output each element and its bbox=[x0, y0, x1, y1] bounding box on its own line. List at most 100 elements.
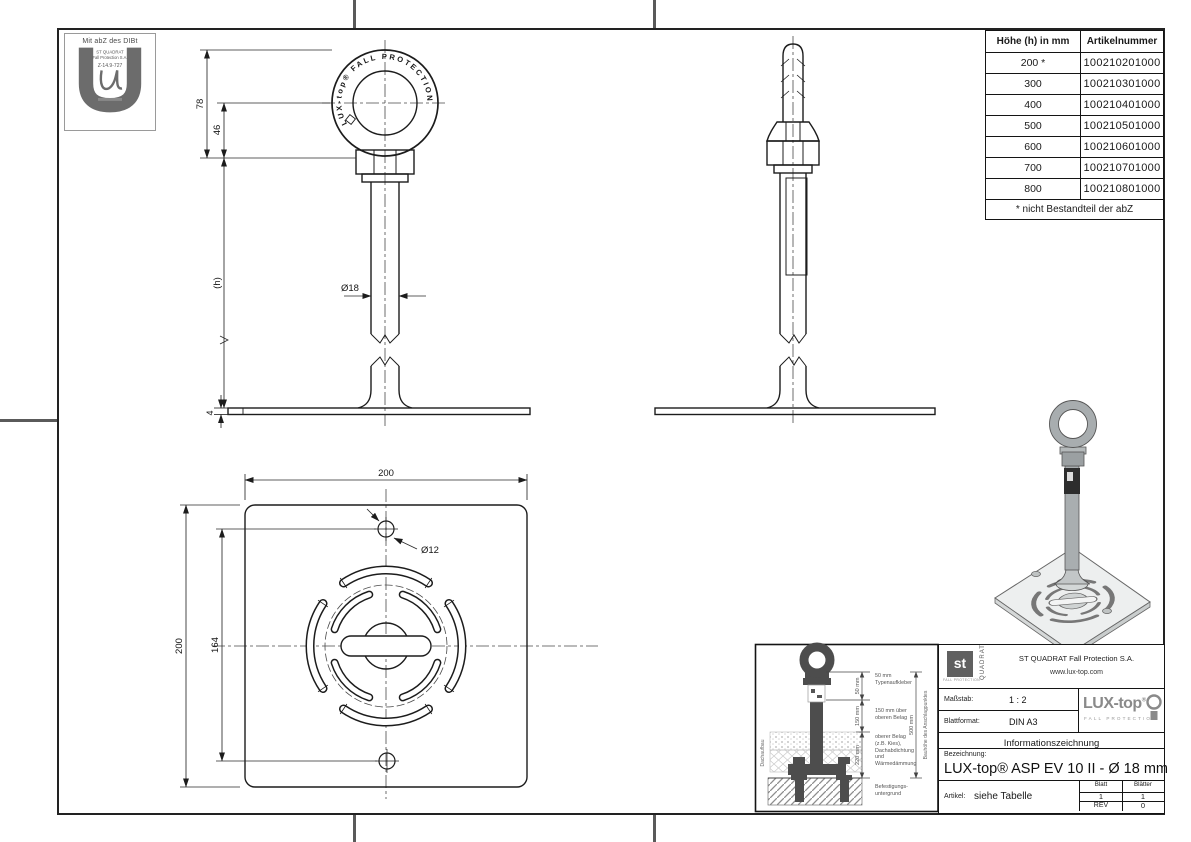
abz-approval-box: Mit abZ des DIBt ST QUADRAT Fall Protect… bbox=[64, 33, 156, 131]
section-note-label: 50 mm Typenaufkleber bbox=[875, 673, 912, 686]
st-quadrat-logo: st bbox=[947, 651, 973, 677]
company-name: ST QUADRAT Fall Protection S.A. bbox=[1018, 654, 1135, 663]
scale-cell: Maßstab: 1 : 2 bbox=[939, 689, 1079, 711]
parts-table-header: Höhe (h) in mm Artikelnummer bbox=[985, 30, 1164, 53]
dim-46: 46 bbox=[212, 125, 223, 136]
doc-type: Informationszeichnung bbox=[1003, 738, 1100, 749]
article-label: Artikel: bbox=[944, 793, 966, 800]
cell-height: 200 * bbox=[985, 52, 1081, 74]
front-view bbox=[227, 40, 531, 426]
ring-logo-glyph bbox=[344, 113, 357, 126]
section-note-layers: oberer Belag (z.B. Kies), Dachabdichtung… bbox=[875, 734, 917, 767]
format-label: Blattformat: bbox=[944, 718, 980, 725]
cell-height: 500 bbox=[985, 115, 1081, 137]
section-bauhoehe-label: Bauhöhe des Anschlagpunktes bbox=[923, 690, 929, 759]
designation-row: Bezeichnung: LUX-top® ASP EV 10 II - Ø 1… bbox=[939, 749, 1168, 781]
cell-height: 300 bbox=[985, 73, 1081, 95]
plan-view bbox=[212, 489, 598, 799]
table-row: 200 *100210201000 bbox=[985, 52, 1164, 74]
rev-label: REV bbox=[1080, 801, 1123, 811]
doc-type-row: Informationszeichnung bbox=[939, 733, 1164, 749]
st-quadrat-logo-sub: FALL PROTECTION bbox=[943, 678, 980, 682]
dim-hole-spacing: 164 bbox=[210, 637, 221, 653]
cell-height: 600 bbox=[985, 136, 1081, 158]
brand-logo-cell: LUX-top® FALL PROTECTION bbox=[1079, 689, 1164, 733]
format-cell: Blattformat: DIN A3 bbox=[939, 711, 1079, 733]
bulb-icon bbox=[1146, 694, 1162, 720]
fold-mark-top-left bbox=[353, 0, 356, 28]
section-note-150: 150 mm über oberen Belag bbox=[875, 708, 908, 721]
dim-plate-height: 200 bbox=[174, 638, 185, 654]
dim-hole-dia: Ø12 bbox=[421, 545, 439, 556]
brand-reg-mark: ® bbox=[1141, 697, 1146, 704]
fold-mark-bottom-right bbox=[653, 813, 656, 842]
cell-article: 100210701000 bbox=[1080, 157, 1164, 179]
fold-mark-bottom-left bbox=[353, 813, 356, 842]
abz-org1: ST QUADRAT bbox=[96, 50, 124, 55]
dibt-u-mark: ST QUADRAT Fall Protection S.A. Z-14.9-7… bbox=[78, 47, 142, 113]
parts-table: Höhe (h) in mm Artikelnummer 200 *100210… bbox=[985, 30, 1164, 220]
cell-article: 100210401000 bbox=[1080, 94, 1164, 116]
table-footnote: * nicht Bestandteil der abZ bbox=[985, 199, 1164, 220]
col-header-height: Höhe (h) in mm bbox=[985, 30, 1081, 53]
dim-h: (h) bbox=[212, 277, 223, 289]
section-note-ground: Befestigungs- untergrund bbox=[875, 784, 908, 797]
cell-article: 100210801000 bbox=[1080, 178, 1164, 200]
sheets-label: Blätter bbox=[1122, 781, 1164, 793]
lux-top-logo: LUX-top® bbox=[1083, 695, 1146, 712]
lux-top-logo-sub: FALL PROTECTION bbox=[1084, 716, 1158, 721]
title-block-company-row: st QUADRAT FALL PROTECTION ST QUADRAT Fa… bbox=[939, 644, 1164, 689]
title-block: st QUADRAT FALL PROTECTION ST QUADRAT Fa… bbox=[938, 644, 1168, 814]
dim-78: 78 bbox=[195, 99, 206, 110]
table-footnote-row: * nicht Bestandteil der abZ bbox=[985, 199, 1164, 220]
front-dimensions bbox=[200, 49, 426, 428]
cell-height: 400 bbox=[985, 94, 1081, 116]
abz-title: Mit abZ des DIBt bbox=[82, 38, 138, 45]
article-value: siehe Tabelle bbox=[974, 791, 1033, 802]
side-view bbox=[654, 36, 936, 426]
cell-article: 100210301000 bbox=[1080, 73, 1164, 95]
abz-fineprint-bar bbox=[98, 98, 122, 101]
cell-article: 100210201000 bbox=[1080, 52, 1164, 74]
section-dim-50: 50 mm bbox=[855, 677, 861, 694]
sheet-value: 1 bbox=[1080, 792, 1123, 802]
company-website: www.lux-top.com bbox=[1050, 669, 1103, 676]
abz-cert-no: Z-14.9-727 bbox=[98, 63, 123, 69]
install-section: 50 mm 150 mm 220 mm 500 mm Bauhöhe des A… bbox=[754, 642, 939, 813]
drawing-frame bbox=[57, 28, 1165, 815]
section-dim-500: 500 mm bbox=[909, 715, 915, 735]
scale-value: 1 : 2 bbox=[1009, 695, 1027, 705]
cell-height: 800 bbox=[985, 178, 1081, 200]
designation-label: Bezeichnung: bbox=[944, 751, 987, 758]
plan-dimensions bbox=[180, 474, 528, 788]
dim-plate-thk: 4 bbox=[205, 410, 215, 415]
col-header-article: Artikelnummer bbox=[1080, 30, 1164, 53]
cell-article: 100210601000 bbox=[1080, 136, 1164, 158]
sheets-value: 1 bbox=[1122, 792, 1164, 802]
article-row: Artikel: siehe Tabelle Blatt Blätter 1 1… bbox=[939, 781, 1164, 811]
scale-label: Maßstab: bbox=[944, 696, 974, 703]
dim-plate-width: 200 bbox=[378, 468, 394, 479]
section-dim-220: 220 mm bbox=[855, 745, 861, 765]
section-dachaufbau-label: Dachaufbau bbox=[760, 739, 766, 766]
sheet-label: Blatt bbox=[1080, 781, 1123, 793]
format-value: DIN A3 bbox=[1009, 717, 1038, 727]
abz-org2: Fall Protection S.A. bbox=[93, 55, 128, 60]
cell-article: 100210501000 bbox=[1080, 115, 1164, 137]
sheet-grid: Blatt Blätter 1 1 REV 0 bbox=[1079, 781, 1165, 811]
section-dim-150: 150 mm bbox=[855, 706, 861, 726]
st-quadrat-logo-text: QUADRAT bbox=[979, 644, 986, 680]
cell-height: 700 bbox=[985, 157, 1081, 179]
rev-value: 0 bbox=[1140, 801, 1146, 810]
dim-rod-dia: Ø18 bbox=[341, 283, 359, 294]
iso-view bbox=[994, 400, 1151, 658]
fold-mark-top-right bbox=[653, 0, 656, 28]
designation-value: LUX-top® ASP EV 10 II - Ø 18 mm bbox=[944, 761, 1168, 777]
